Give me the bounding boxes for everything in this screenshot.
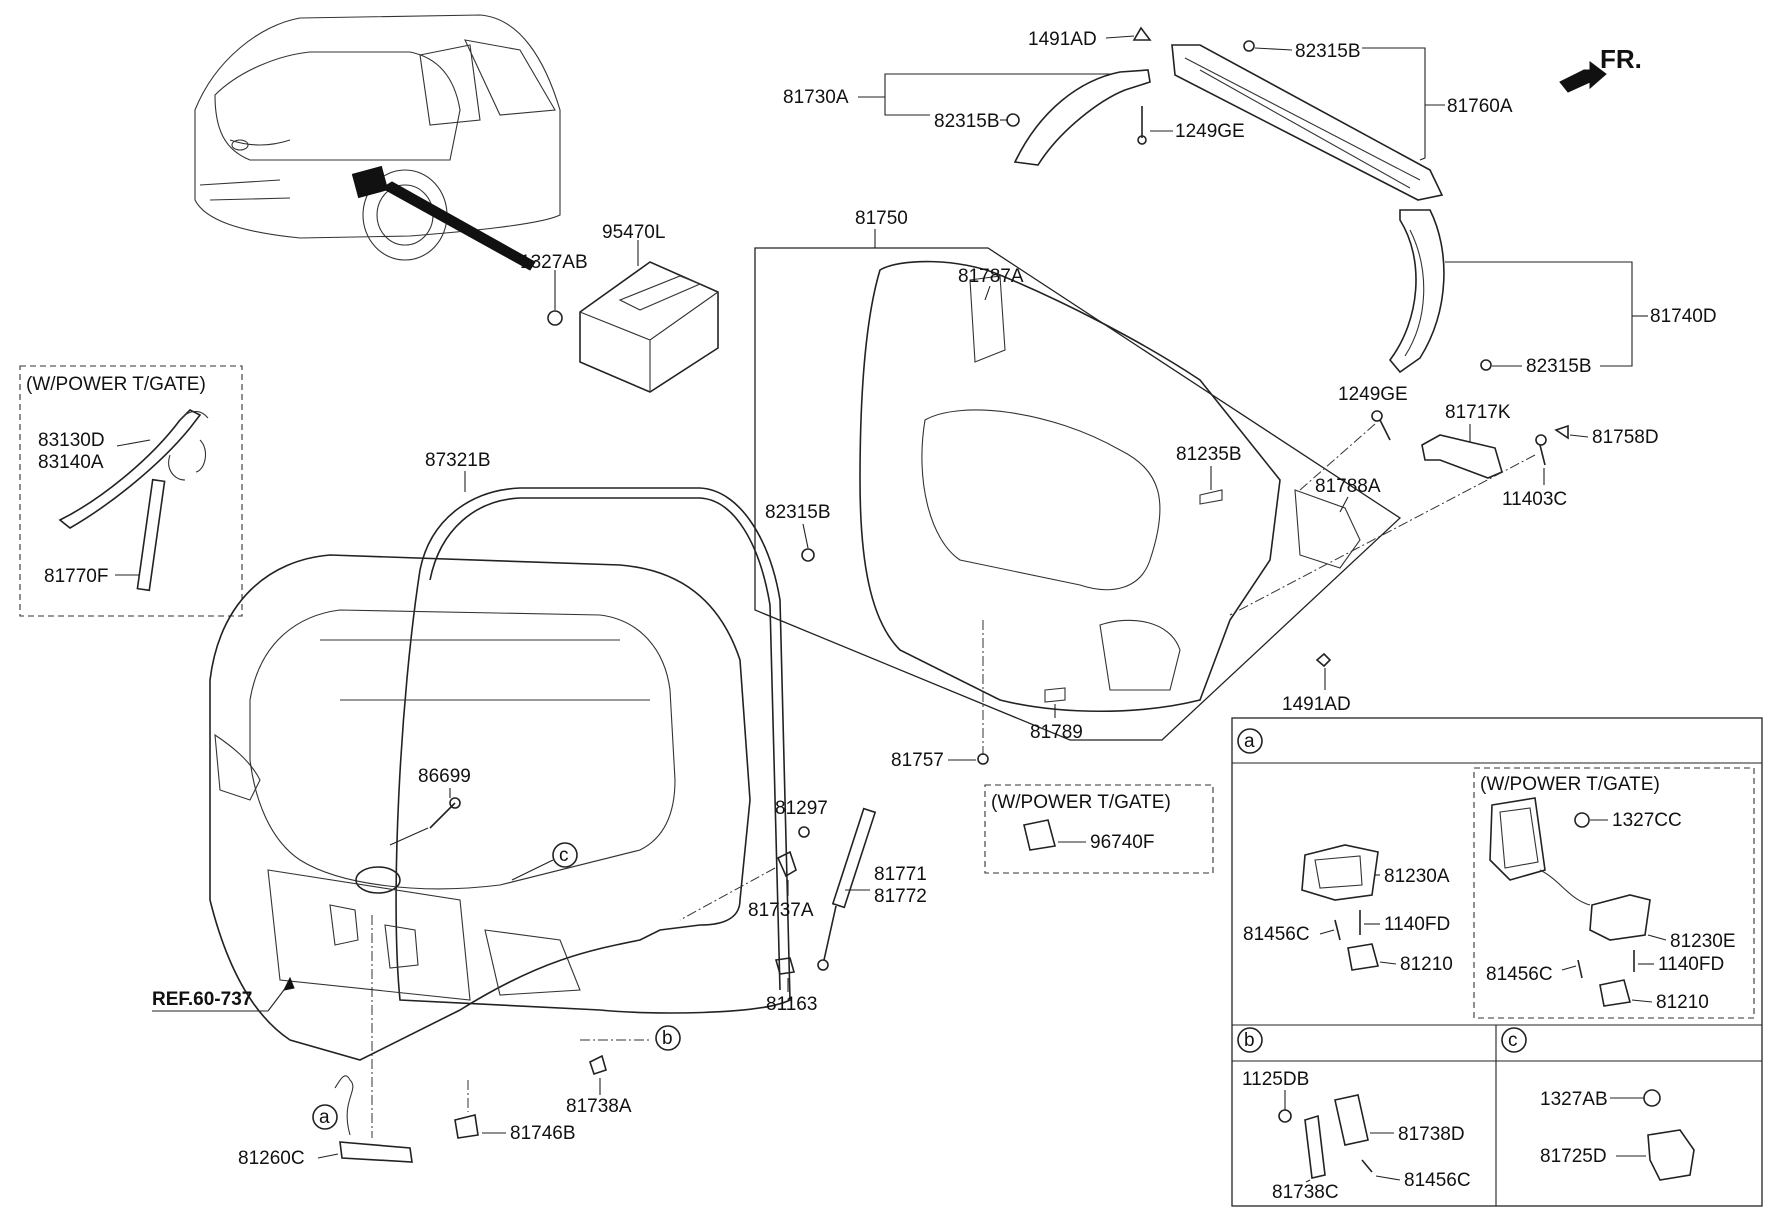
callout-label-c: c — [559, 845, 569, 866]
part-label-p81210-a: 81210 — [1400, 954, 1453, 975]
part-label-p81789: 81789 — [1030, 722, 1083, 743]
part-label-p81740d: 81740D — [1650, 306, 1717, 327]
part-label-p83130d: 83130D — [38, 430, 105, 451]
part-label-p81725d: 81725D — [1540, 1146, 1607, 1167]
part-label-p1249ge-top: 1249GE — [1175, 121, 1245, 142]
part-label-p1491ad-bot: 1491AD — [1282, 694, 1351, 715]
inner-trim-panel: 81750 81787A 81235B 81788A 82315B 1491AD… — [754, 208, 1402, 771]
part-label-p81760a: 81760A — [1447, 96, 1513, 117]
part-label-p81235b: 81235B — [1176, 444, 1242, 465]
reference-label: REF.60-737 — [152, 989, 252, 1010]
part-label-p81456c-a: 81456C — [1243, 924, 1310, 945]
callout-label-b: b — [662, 1028, 673, 1049]
gas-strut-group: 81771 81772 81297 81737A 81163 — [679, 798, 927, 1015]
part-label-p81737a: 81737A — [748, 900, 814, 921]
power-tailgate-inset-mid: (W/POWER T/GATE) 96740F — [984, 784, 1214, 874]
tailgate-fasteners: 86699 c — [389, 766, 578, 881]
side-trim-group: 81740D 82315B — [1388, 209, 1717, 377]
front-direction-indicator: FR. — [1559, 44, 1642, 93]
part-label-p81771: 81771 — [874, 864, 927, 885]
part-label-p1249ge-mid: 1249GE — [1338, 384, 1408, 405]
part-label-p82315b-a: 82315B — [934, 111, 1000, 132]
front-direction-label: FR. — [1600, 44, 1642, 74]
part-label-p81738d: 81738D — [1398, 1124, 1465, 1145]
tailgate-assembly: 87321B REF.60-737 — [152, 450, 791, 1061]
part-label-p81757: 81757 — [891, 750, 944, 771]
part-label-p81788a: 81788A — [1315, 476, 1381, 497]
part-label-p82315b-left: 82315B — [765, 502, 831, 523]
lower-tailgate-parts: 81738A b 81746B a 81260C — [238, 915, 681, 1169]
callout-label-c: c — [1508, 1030, 1518, 1051]
part-label-p81738a: 81738A — [566, 1096, 632, 1117]
callout-label-a: a — [319, 1107, 330, 1128]
part-label-p81210-a2: 81210 — [1656, 992, 1709, 1013]
part-label-p82315b-top: 82315B — [1295, 41, 1361, 62]
part-label-p81163: 81163 — [766, 994, 817, 1015]
upper-trim-group: 1491AD 82315B 81730A 82315B 1249GE 81760… — [783, 26, 1513, 201]
part-label-p1491ad-top: 1491AD — [1028, 29, 1097, 50]
part-label-p83140a: 83140A — [38, 452, 104, 473]
part-label-p81746b: 81746B — [510, 1123, 576, 1144]
part-label-p1140fd-a: 1140FD — [1384, 914, 1450, 935]
callout-label-a: a — [1244, 731, 1255, 752]
part-label-p81230e: 81230E — [1670, 931, 1736, 952]
front-arrow-icon — [1559, 61, 1607, 93]
vehicle-location-sketch — [194, 14, 561, 271]
part-label-p1125db: 1125DB — [1242, 1069, 1309, 1090]
part-label-p1327ab: 1327AB — [520, 252, 588, 273]
part-label-p81787a: 81787A — [958, 266, 1024, 287]
power-tailgate-label-detail: (W/POWER T/GATE) — [1480, 774, 1660, 795]
part-label-p1327cc: 1327CC — [1612, 810, 1682, 831]
part-label-p81772: 81772 — [874, 886, 927, 907]
location-pointer — [380, 181, 536, 271]
part-label-p81297: 81297 — [775, 798, 828, 819]
power-tailgate-label-mid: (W/POWER T/GATE) — [991, 792, 1171, 813]
part-label-p82315b-right: 82315B — [1526, 356, 1592, 377]
part-label-p81717k: 81717K — [1445, 402, 1511, 423]
power-tailgate-label-left: (W/POWER T/GATE) — [26, 374, 206, 395]
part-label-p81730a: 81730A — [783, 87, 849, 108]
part-label-p81750: 81750 — [855, 208, 908, 229]
callout-label-b: b — [1244, 1030, 1255, 1051]
power-tailgate-module: 95470L 1327AB — [520, 222, 719, 393]
part-label-p95470l: 95470L — [602, 222, 665, 243]
part-label-p81738c: 81738C — [1272, 1182, 1339, 1203]
part-label-p11403c: 11403C — [1502, 489, 1567, 510]
part-label-p87321b: 87321B — [425, 450, 491, 471]
detail-panel: a b c 81230A 1140FD 81456C 81210 (W/POWE… — [1231, 717, 1763, 1207]
part-label-p81770f: 81770F — [44, 566, 108, 587]
part-label-p81758d: 81758D — [1592, 427, 1659, 448]
part-label-p96740f: 96740F — [1090, 832, 1154, 853]
part-label-p81456c-b: 81456C — [1404, 1170, 1471, 1191]
part-label-p1140fd-a2: 1140FD — [1658, 954, 1724, 975]
part-label-p81230a: 81230A — [1384, 866, 1450, 887]
part-label-p81260c: 81260C — [238, 1148, 305, 1169]
part-label-p1327ab-c: 1327AB — [1540, 1089, 1608, 1110]
part-label-p81456c-a2: 81456C — [1486, 964, 1553, 985]
part-label-p86699: 86699 — [418, 766, 471, 787]
pull-handle-group: 81717K 1249GE 11403C 81758D — [1229, 384, 1659, 616]
power-tailgate-inset-left: (W/POWER T/GATE) 83130D 83140A 81770F — [19, 365, 243, 617]
